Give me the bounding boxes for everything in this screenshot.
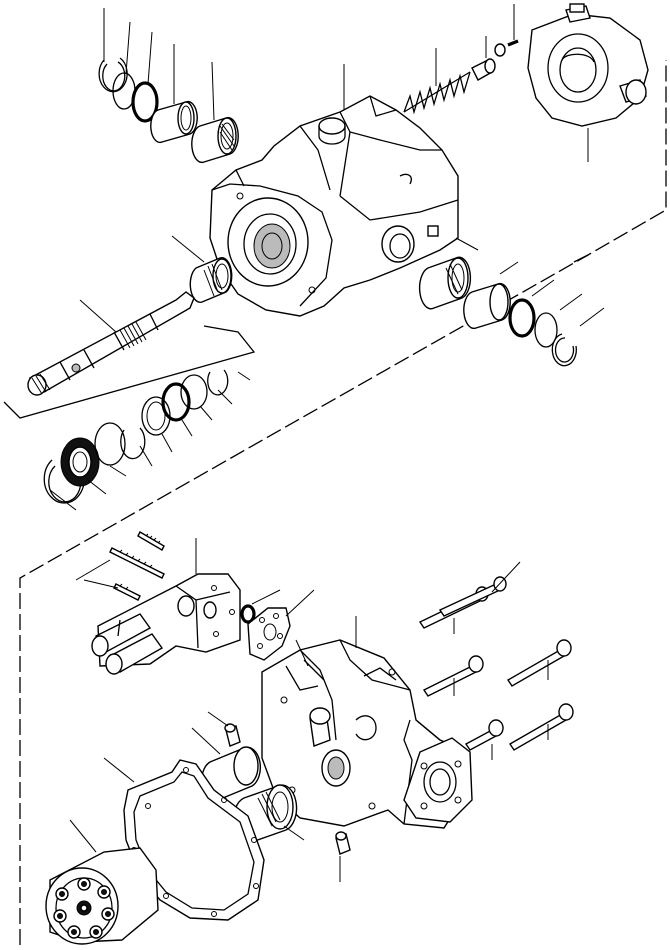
seal-kit-o-ring-5 xyxy=(161,382,191,422)
bushing-top-left-1 xyxy=(150,100,198,144)
control-valve-o-ring xyxy=(240,604,256,624)
seal-kit-ring-6 xyxy=(180,374,208,410)
long-bolt-4 xyxy=(507,639,572,687)
bushing-right-1 xyxy=(418,256,472,310)
spring-seat xyxy=(471,58,496,81)
dowel-pin-upper xyxy=(224,723,241,747)
backup-ring-right xyxy=(534,312,558,348)
control-spring xyxy=(403,71,471,115)
bushing-top-left-2 xyxy=(191,116,239,164)
seal-kit-bracket xyxy=(3,325,256,419)
cylinder-block xyxy=(45,847,159,945)
o-ring-right xyxy=(508,298,536,338)
long-bolt-6 xyxy=(509,703,574,751)
small-bolt-3 xyxy=(113,583,141,601)
small-bolt-2 xyxy=(109,547,165,579)
o-ring-top-left xyxy=(131,81,159,123)
bushing-front xyxy=(189,257,233,303)
swash-plate-cover xyxy=(527,3,649,127)
small-bolt-1 xyxy=(137,531,165,551)
oil-seal xyxy=(60,437,100,487)
seal-kit-snap-ring-7 xyxy=(207,369,229,396)
drive-shaft xyxy=(27,291,195,396)
seal-kit-snap-ring-3 xyxy=(120,427,146,460)
small-pin xyxy=(507,39,519,47)
seal-kit-ring-2 xyxy=(94,422,126,466)
control-valve xyxy=(91,573,241,675)
pump-housing-top xyxy=(209,95,459,317)
bushing-right-2 xyxy=(463,282,511,330)
long-bolt-3 xyxy=(422,655,484,697)
pump-housing-bottom xyxy=(261,639,473,829)
valve-plate-sleeve xyxy=(200,746,262,802)
dowel-pin-lower xyxy=(335,831,351,855)
long-bolt-2 xyxy=(438,576,507,617)
control-valve-gasket xyxy=(247,607,291,661)
small-washer xyxy=(494,43,506,57)
callout-leader-lines xyxy=(49,4,605,882)
assembly-dashed-lines xyxy=(19,60,667,945)
long-bolt-5 xyxy=(464,719,504,751)
snap-ring-right xyxy=(551,333,577,367)
